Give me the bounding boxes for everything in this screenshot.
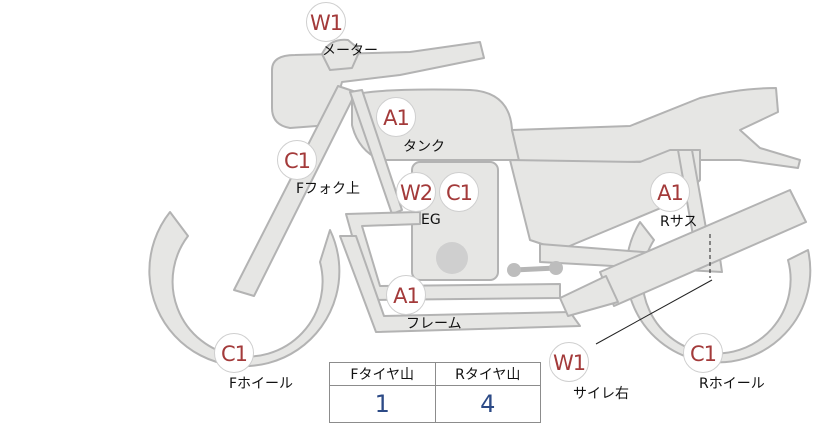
frame-label: フレーム [406,316,462,332]
front-tire-header: Fタイヤ山 [329,362,436,386]
exhaust-pipe-upper [345,211,561,301]
muffler-leader-line [595,279,713,345]
fwheel-badge: C1 [214,333,254,373]
handlebar-shape [271,41,485,129]
fwheel-label: Fホイール [229,376,294,392]
footpeg-left [507,263,521,277]
ffork-label: Fフォク上 [296,181,361,197]
rear-wheel-shape [625,221,812,364]
tire-table-value-row: 1 4 [329,385,541,423]
front-fork-shape [233,85,357,297]
engine-detail-circle [436,242,468,274]
front-tire-value: 1 [329,385,436,423]
eg-label: EG [421,212,441,228]
eg-badge-w2: W2 [396,172,436,212]
tire-tread-table: Fタイヤ山 Rタイヤ山 1 4 [329,362,541,423]
seat-shape [511,87,801,169]
front-wheel-shape [148,211,341,368]
rsus-label: Rサス [660,214,698,230]
rsus-badge: A1 [650,172,690,212]
footpeg-right [549,261,563,275]
muffler-joint [559,275,619,317]
rear-tire-value: 4 [434,385,541,423]
muffler-badge: W1 [549,342,589,382]
tank-label: タンク [403,139,445,155]
muffler-label: サイレ右 [573,386,629,402]
meter-badge: W1 [306,2,346,42]
meter-shape [321,38,361,71]
meter-label: メーター [322,43,378,59]
frame-badge: A1 [386,275,426,315]
rwheel-label: Rホイール [699,376,765,392]
ffork-badge: C1 [277,140,317,180]
footpeg-bar [511,265,559,273]
front-frame-tube [349,89,403,215]
eg-badge-c1: C1 [439,172,479,212]
tank-badge: A1 [376,97,416,137]
rwheel-badge: C1 [683,333,723,373]
tire-table-header-row: Fタイヤ山 Rタイヤ山 [329,362,541,386]
rear-tire-header: Rタイヤ山 [434,362,541,386]
